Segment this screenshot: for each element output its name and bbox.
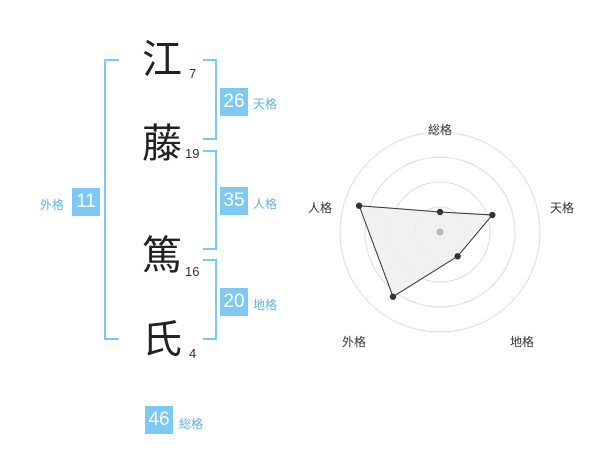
axis-label-jinkaku: 人格 (308, 200, 332, 215)
stroke-count-4: 4 (189, 346, 197, 361)
stroke-count-2: 19 (185, 146, 200, 161)
stroke-count-3: 16 (185, 264, 200, 279)
name-char-3: 篤 (142, 233, 182, 279)
gaikaku-bracket (104, 59, 119, 340)
axis-label-soukaku: 総格 (428, 122, 452, 137)
jinkaku-bracket (203, 150, 217, 250)
radar-point (389, 293, 397, 300)
name-char-1: 江 (142, 37, 182, 83)
tenkaku-label: 天格 (253, 97, 278, 111)
jinkaku-label: 人格 (253, 197, 278, 211)
axis-label-chikaku: 地格 (510, 334, 534, 349)
stroke-count-1: 7 (189, 66, 197, 81)
chikaku-value: 20 (220, 288, 248, 316)
gaikaku-value: 11 (72, 188, 100, 216)
radar-point (454, 253, 461, 260)
soukaku-value: 46 (145, 406, 173, 434)
chikaku-bracket (203, 259, 217, 340)
tenkaku-value: 26 (220, 88, 248, 116)
name-char-2: 藤 (142, 121, 182, 167)
chikaku-label: 地格 (253, 298, 278, 312)
axis-label-gaikaku: 外格 (342, 334, 366, 349)
radar-point (355, 202, 363, 209)
radar-points (355, 202, 496, 300)
radar-series (358, 205, 494, 298)
gaikaku-label: 外格 (40, 198, 65, 212)
name-char-4: 氏 (142, 317, 182, 363)
soukaku-label: 総格 (179, 417, 204, 431)
radar-grid-ring (364, 156, 516, 308)
axis-label-tenkaku: 天格 (550, 200, 574, 215)
radar-point (489, 211, 496, 219)
tenkaku-bracket (203, 59, 217, 140)
radar-point (436, 208, 444, 216)
radar-grid-ring (339, 131, 541, 333)
jinkaku-value: 35 (220, 187, 248, 215)
radar-chart: 総格 天格 地格 外格 人格 (308, 122, 574, 349)
radar-center (436, 228, 444, 236)
